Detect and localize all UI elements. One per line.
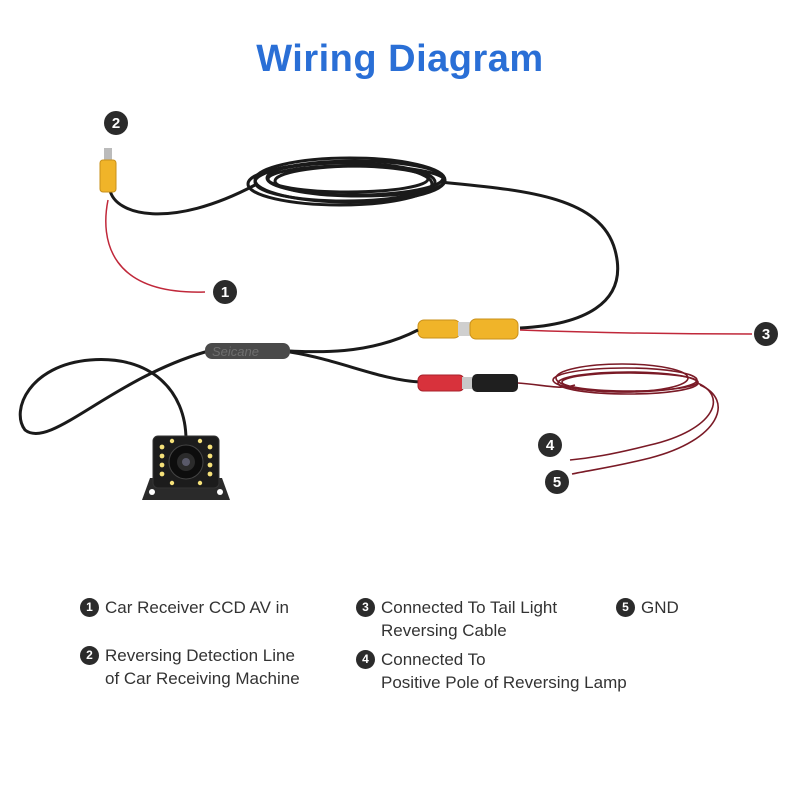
legend-number-4: 4	[356, 650, 375, 669]
marker-5: 5	[545, 470, 569, 494]
cable-coil-to-connector	[439, 180, 620, 330]
marker-4: 4	[538, 433, 562, 457]
rca-plug-yellow-top	[99, 148, 117, 193]
cable-junction	[205, 343, 290, 359]
marker-1: 1	[213, 280, 237, 304]
cable-rca-to-coil	[108, 183, 256, 216]
marker-4-badge: 4	[538, 433, 562, 457]
page-title: Wiring Diagram	[256, 38, 544, 80]
rca-connector-yellow	[417, 318, 519, 340]
legend-text: Car Receiver CCD AV in	[105, 598, 289, 617]
legend-number-1: 1	[80, 598, 99, 617]
marker-2: 2	[104, 111, 128, 135]
legend-text: of Car Receiving Machine	[105, 669, 300, 688]
legend-text: GND	[641, 598, 679, 617]
legend-text: Reversing Detection Line	[105, 646, 295, 665]
coiled-cable	[246, 156, 447, 207]
power-wire-coil	[517, 363, 719, 475]
brand-watermark: Seicane	[212, 344, 259, 359]
marker-3-badge: 3	[754, 322, 778, 346]
legend-text: Reversing Cable	[381, 621, 507, 640]
legend-text: Positive Pole of Reversing Lamp	[381, 673, 627, 692]
detection-wire	[105, 199, 206, 293]
marker-2-badge: 2	[104, 111, 128, 135]
legend-text: Connected To	[381, 650, 486, 669]
power-cable	[289, 350, 421, 384]
legend-text: Connected To Tail Light	[381, 598, 558, 617]
marker-1-badge: 1	[213, 280, 237, 304]
camera	[142, 435, 230, 500]
marker-3: 3	[754, 322, 778, 346]
legend-number-5: 5	[616, 598, 635, 617]
marker-5-badge: 5	[545, 470, 569, 494]
power-connector	[417, 374, 518, 392]
legend-number-2: 2	[80, 646, 99, 665]
legend-number-3: 3	[356, 598, 375, 617]
tail-light-wire	[519, 329, 753, 335]
